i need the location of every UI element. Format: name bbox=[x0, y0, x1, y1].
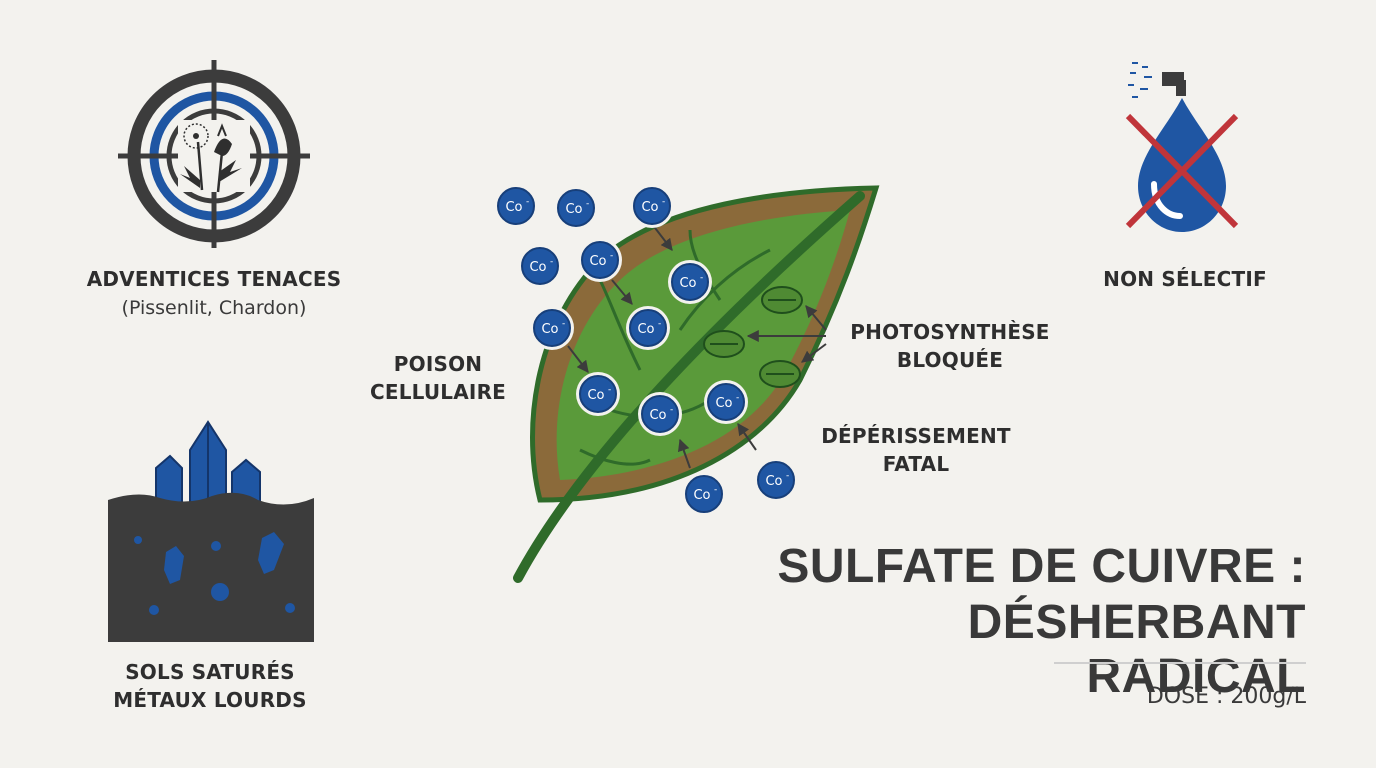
main-title-line1: SULFATE DE CUIVRE : bbox=[777, 540, 1306, 593]
copper-ion-charge: - bbox=[610, 251, 613, 261]
copper-ion: Co- bbox=[638, 392, 682, 436]
copper-ion-label: Co bbox=[649, 408, 666, 423]
no-selective-spray-icon bbox=[1125, 62, 1239, 232]
copper-ion-label: Co bbox=[641, 200, 658, 215]
leaf-veins bbox=[579, 229, 771, 466]
photosynthesis-label-line2: BLOQUÉE bbox=[896, 348, 1004, 372]
ion-entry-arrows bbox=[567, 223, 757, 469]
copper-ion-label: Co bbox=[565, 202, 582, 217]
copper-ion-label: Co bbox=[637, 322, 654, 337]
copper-ion: Co- bbox=[668, 260, 712, 304]
copper-ion-label: Co bbox=[529, 260, 546, 275]
water-drop-icon bbox=[1138, 98, 1226, 232]
copper-ion-label: Co bbox=[679, 276, 696, 291]
copper-ion-label: Co bbox=[765, 474, 782, 489]
dandelion-icon bbox=[180, 123, 209, 191]
soil-label-line1: SOLS SATURÉS bbox=[125, 660, 295, 684]
poison-label-line2: CELLULAIRE bbox=[369, 380, 507, 404]
copper-ion-label: Co bbox=[715, 396, 732, 411]
cross-icon bbox=[1125, 113, 1239, 229]
copper-ion-label: Co bbox=[693, 488, 710, 503]
copper-ion-charge: - bbox=[662, 197, 665, 207]
copper-ion-label: Co bbox=[589, 254, 606, 269]
copper-ion-charge: - bbox=[550, 257, 553, 267]
weeds-title-label: ADVENTICES TENACES bbox=[86, 267, 342, 291]
decline-label-line1: DÉPÉRISSEMENT bbox=[821, 424, 1011, 448]
dose-label: DOSE : 200g/L bbox=[1146, 684, 1306, 709]
decline-label-line2: FATAL bbox=[882, 452, 950, 476]
copper-ion-charge: - bbox=[700, 273, 703, 283]
buried-metals-icon bbox=[134, 532, 295, 615]
copper-ion-label: Co bbox=[587, 388, 604, 403]
copper-ion-charge: - bbox=[736, 393, 739, 403]
weeds-subtitle-label: (Pissenlit, Chardon) bbox=[121, 297, 307, 319]
photosynthesis-label-line1: PHOTOSYNTHÈSE bbox=[850, 320, 1050, 344]
copper-ion-charge: - bbox=[608, 385, 611, 395]
soil-label-line2: MÉTAUX LOURDS bbox=[113, 688, 307, 712]
main-title-line2: DÉSHERBANT RADICAL bbox=[967, 596, 1306, 703]
copper-ion: Co- bbox=[682, 472, 726, 516]
chloroplast-icons bbox=[703, 286, 803, 388]
thistle-icon bbox=[214, 123, 242, 193]
copper-ion: Co- bbox=[754, 458, 798, 502]
non-selective-label: NON SÉLECTIF bbox=[1103, 267, 1267, 291]
copper-ion-label: Co bbox=[541, 322, 558, 337]
heavy-metal-soil-icon bbox=[108, 420, 314, 642]
copper-ion: Co- bbox=[554, 186, 598, 230]
copper-ion-charge: - bbox=[786, 471, 789, 481]
copper-ions: Co-Co-Co-Co-Co-Co-Co-Co-Co-Co-Co-Co-Co- bbox=[494, 184, 798, 516]
copper-ion: Co- bbox=[530, 306, 574, 350]
poison-label-line1: POISON bbox=[393, 352, 483, 376]
copper-ion-label: Co bbox=[505, 200, 522, 215]
copper-ion: Co- bbox=[578, 238, 622, 282]
target-weeds-icon bbox=[118, 60, 310, 248]
copper-ion-charge: - bbox=[714, 485, 717, 495]
photosynthesis-arrows bbox=[746, 305, 827, 363]
copper-ion: Co- bbox=[704, 380, 748, 424]
crystal-icon bbox=[155, 420, 261, 507]
copper-ion: Co- bbox=[630, 184, 674, 228]
copper-ion: Co- bbox=[576, 372, 620, 416]
copper-ion: Co- bbox=[494, 184, 538, 228]
leaf-midrib bbox=[513, 191, 865, 583]
spray-nozzle-icon bbox=[1128, 62, 1186, 98]
copper-ion-charge: - bbox=[586, 199, 589, 209]
copper-ion-charge: - bbox=[526, 197, 529, 207]
copper-ion-charge: - bbox=[658, 319, 661, 329]
title-divider bbox=[1054, 662, 1306, 664]
copper-ion: Co- bbox=[626, 306, 670, 350]
copper-ion-charge: - bbox=[670, 405, 673, 415]
copper-ion: Co- bbox=[518, 244, 562, 288]
copper-ion-charge: - bbox=[562, 319, 565, 329]
